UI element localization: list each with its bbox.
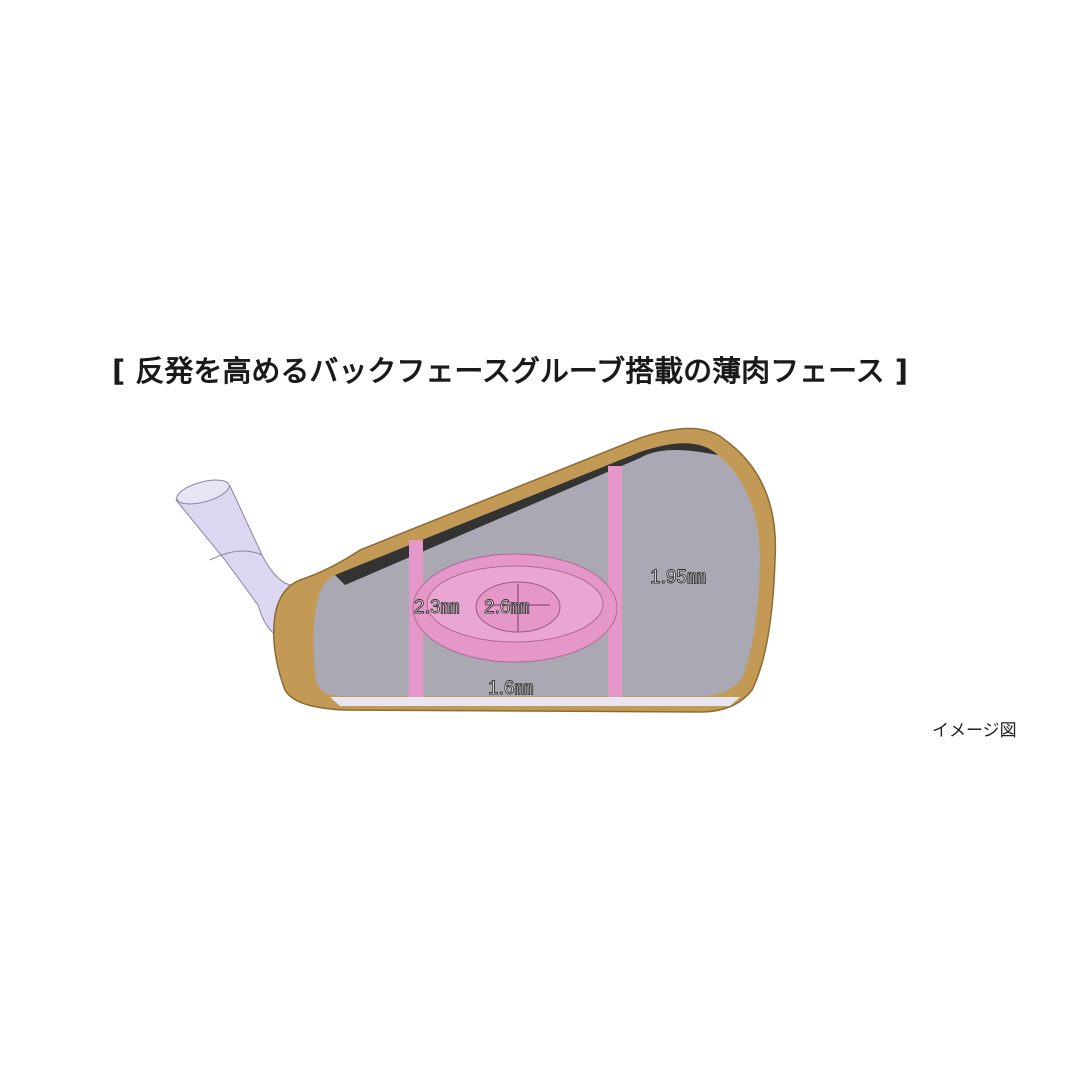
image-caption: イメージ図 [932,721,1017,741]
sole-highlight [330,697,740,706]
label-1-6mm: 1.6㎜ [488,678,533,699]
top-shadow [335,443,718,585]
page-title: [ 反発を高めるバックフェースグルーブ搭載の薄肉フェース ] [111,354,909,388]
hosel [175,479,301,641]
label-2-6mm: 2.6㎜ [484,597,529,618]
groove-bar-right [608,466,622,698]
label-2-3mm: 2.3㎜ [414,597,459,618]
label-1-95mm: 1.95㎜ [650,567,706,588]
